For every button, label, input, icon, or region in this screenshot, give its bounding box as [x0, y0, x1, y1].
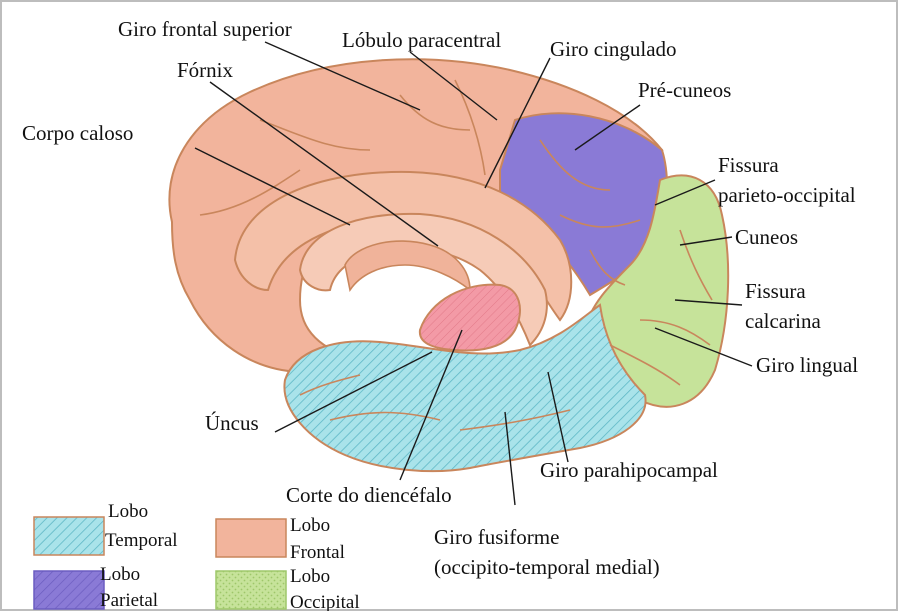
- label-fissura-parieto-occipital-2: parieto-occipital: [718, 183, 856, 207]
- label-uncus: Úncus: [205, 411, 259, 435]
- label-cuneos: Cuneos: [735, 225, 798, 249]
- corpus-callosum-shape: [298, 212, 548, 347]
- temporal-lobe-region: [283, 303, 647, 473]
- legend-temporal-line2: Temporal: [105, 530, 178, 551]
- label-giro-fusiforme-1: Giro fusiforme: [434, 525, 559, 549]
- legend: Lobo Temporal Lobo Frontal Lobo Parietal…: [33, 501, 360, 611]
- label-pre-cuneos: Pré-cuneos: [638, 78, 731, 102]
- legend-swatch-occipital: [215, 570, 287, 610]
- legend-frontal-line1: Lobo: [290, 515, 330, 536]
- legend-swatch-temporal: [33, 516, 105, 556]
- label-giro-frontal-superior: Giro frontal superior: [118, 17, 292, 41]
- label-fissura-parieto-occipital-1: Fissura: [718, 153, 779, 177]
- legend-occipital-line2: Occipital: [290, 592, 360, 611]
- label-corpo-caloso: Corpo caloso: [22, 121, 133, 145]
- legend-swatch-parietal: [33, 570, 105, 610]
- legend-frontal-line2: Frontal: [290, 542, 345, 563]
- sulci-lines: [199, 79, 713, 431]
- legend-parietal-line2: Parietal: [100, 590, 158, 611]
- legend-occipital-line1: Lobo: [290, 566, 330, 587]
- label-giro-cingulado: Giro cingulado: [550, 37, 677, 61]
- legend-parietal-line1: Lobo: [100, 564, 140, 585]
- label-lobulo-paracentral: Lóbulo paracentral: [342, 28, 501, 52]
- label-corte-diencefalo: Corte do diencéfalo: [286, 483, 452, 507]
- label-fissura-calcarina-1: Fissura: [745, 279, 806, 303]
- label-fornix: Fórnix: [177, 58, 234, 82]
- legend-swatch-frontal: [215, 518, 287, 558]
- label-giro-parahipocampal: Giro parahipocampal: [540, 458, 718, 482]
- occipital-lobe-region: [583, 174, 730, 408]
- legend-temporal-line1: Lobo: [108, 501, 148, 522]
- leader-lines: [194, 41, 753, 506]
- label-fissura-calcarina-2: calcarina: [745, 309, 821, 333]
- label-giro-fusiforme-2: (occipito-temporal medial): [434, 555, 660, 579]
- diencephalon-region: [418, 283, 521, 352]
- label-giro-lingual: Giro lingual: [756, 353, 858, 377]
